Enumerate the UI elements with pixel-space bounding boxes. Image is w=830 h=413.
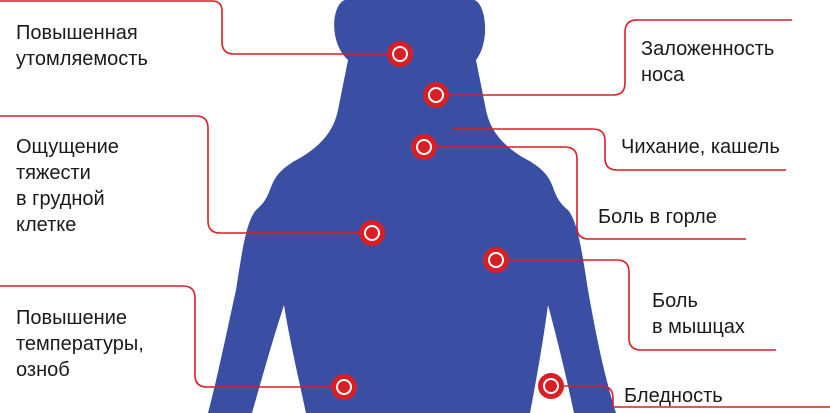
marker-chest-heaviness: [359, 220, 385, 246]
label-chest-heaviness: Ощущение тяжести в грудной клетке: [16, 134, 119, 238]
marker-sore-throat: [411, 134, 437, 160]
marker-muscle-pain: [483, 247, 509, 273]
human-body-silhouette: [208, 0, 616, 413]
label-fatigue: Повышенная утомляемость: [16, 20, 148, 72]
label-fever-chills: Повышение температуры, озноб: [16, 305, 144, 383]
label-sore-throat: Боль в горле: [598, 204, 717, 230]
marker-fever-chills: [331, 374, 357, 400]
label-nasal-congestion: Заложенность носа: [641, 36, 774, 88]
label-sneezing-cough: Чихание, кашель: [621, 134, 780, 160]
label-pallor: Бледность: [624, 383, 723, 409]
marker-pallor: [538, 373, 564, 399]
label-muscle-pain: Боль в мышцах: [652, 288, 745, 340]
marker-fatigue: [387, 41, 413, 67]
marker-nasal-congestion: [423, 82, 449, 108]
